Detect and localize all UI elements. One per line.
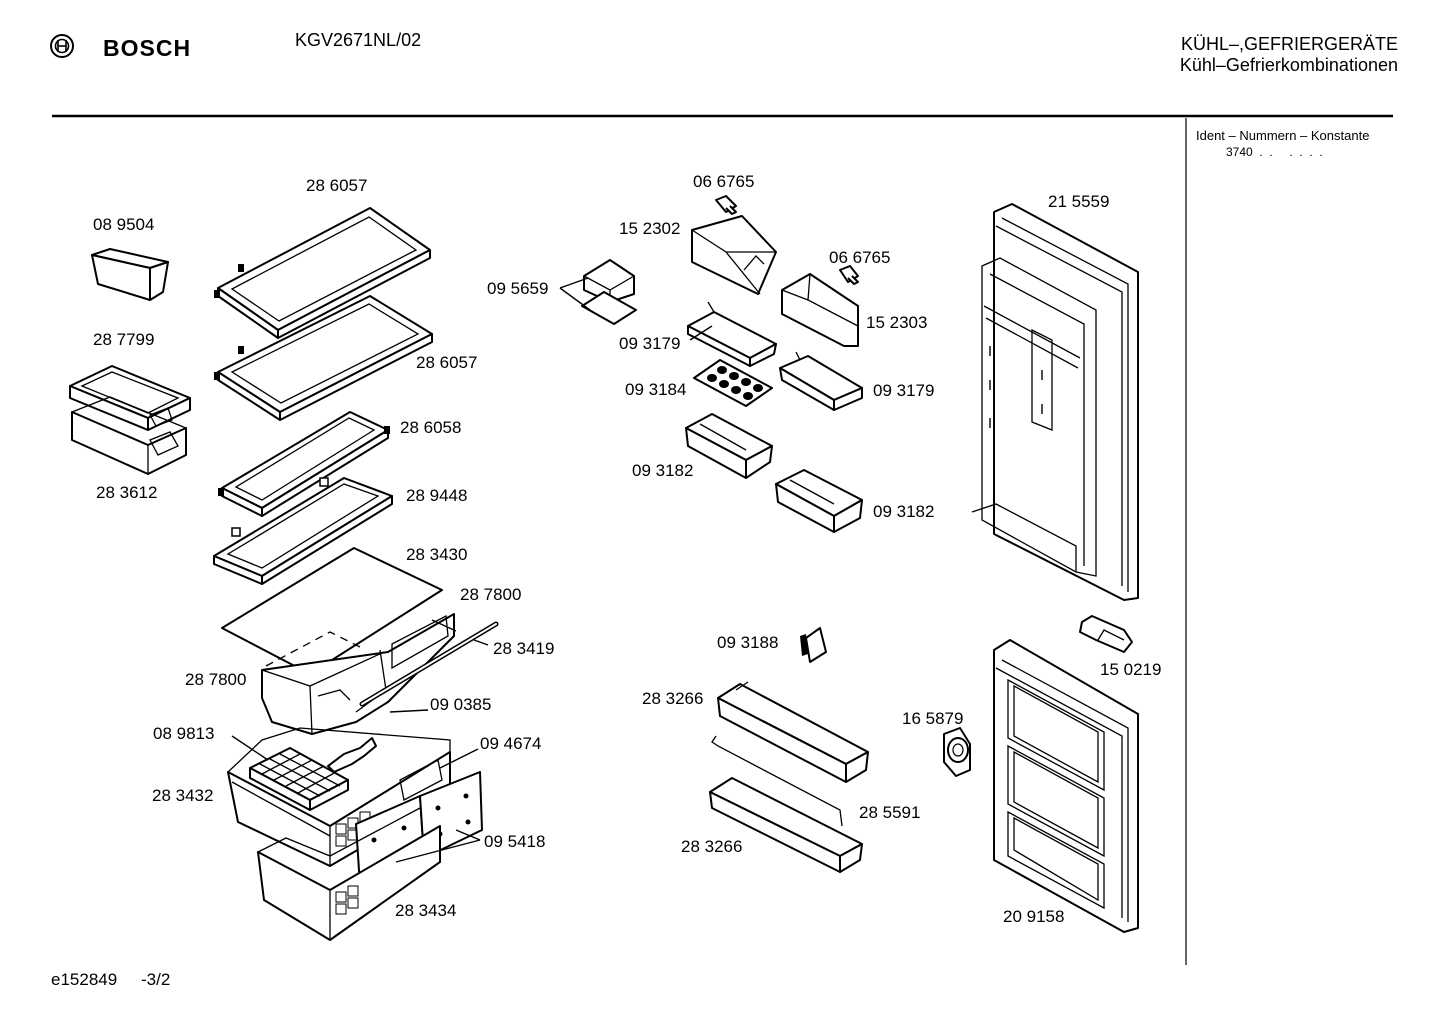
part-drawing-215559: [971, 203, 1139, 601]
part-drawing-066765-b: [839, 265, 859, 285]
part-label: 28 3266: [642, 689, 703, 708]
part-label: 28 9448: [406, 486, 467, 505]
part-label: 28 7800: [185, 670, 246, 689]
document-id: e152849: [51, 970, 117, 989]
part-drawing-289448: [213, 477, 393, 585]
part-label: 06 6765: [693, 172, 754, 191]
model-number: KGV2671NL/02: [295, 30, 421, 50]
part-drawing-286057-a: [214, 207, 431, 339]
part-label: 09 0385: [430, 695, 491, 714]
part-label: 21 5559: [1048, 192, 1109, 211]
part-label: 28 3432: [152, 786, 213, 805]
part-label: 09 3188: [717, 633, 778, 652]
part-drawing-283266-a: [717, 681, 869, 783]
part-label: 06 6765: [829, 248, 890, 267]
part-label: 20 9158: [1003, 907, 1064, 926]
part-label: 15 2302: [619, 219, 680, 238]
part-label: 28 3612: [96, 483, 157, 502]
part-drawing-090385: [327, 737, 377, 773]
part-label: 28 7800: [460, 585, 521, 604]
part-drawing-152303: [781, 273, 859, 347]
part-label: 28 3419: [493, 639, 554, 658]
part-label: 28 3430: [406, 545, 467, 564]
part-label: 09 3182: [873, 502, 934, 521]
subcategory-title: Kühl–Gefrierkombinationen: [1180, 55, 1398, 75]
part-labels: 28 6057 08 9504 28 7799 28 6057 28 6058 …: [93, 172, 1161, 926]
part-drawing-093179-a: [687, 301, 777, 367]
part-drawing-089504: [91, 248, 169, 301]
part-label: 28 3266: [681, 837, 742, 856]
part-drawing-283266-b: [709, 777, 863, 873]
part-drawing-095659: [581, 259, 637, 325]
brand-name: BOSCH: [103, 35, 191, 61]
part-label: 09 5659: [487, 279, 548, 298]
part-label: 09 4674: [480, 734, 541, 753]
part-label: 08 9504: [93, 215, 154, 234]
part-label: 28 6057: [306, 176, 367, 195]
part-drawing-089813: [249, 747, 349, 811]
part-label: 09 5418: [484, 832, 545, 851]
bosch-logo-icon: [50, 34, 74, 58]
part-drawing-152302: [691, 215, 777, 295]
part-label: 16 5879: [902, 709, 963, 728]
part-drawing-066765-a: [715, 195, 737, 215]
part-drawing-093182-a: [685, 413, 773, 479]
part-label: 15 0219: [1100, 660, 1161, 679]
part-drawing-286057-b: [214, 295, 433, 421]
part-drawing-093184: [693, 359, 773, 407]
part-label: 28 7799: [93, 330, 154, 349]
part-label: 08 9813: [153, 724, 214, 743]
part-label: 28 6057: [416, 353, 477, 372]
part-drawing-283612: [71, 396, 187, 475]
category-title: KÜHL–,GEFRIERGERÄTE: [1181, 34, 1398, 54]
part-drawing-093179-b: [779, 351, 863, 411]
part-label: 28 3434: [395, 901, 456, 920]
part-label: 09 3182: [632, 461, 693, 480]
ident-heading: Ident – Nummern – Konstante: [1196, 128, 1369, 143]
part-label: 09 3179: [873, 381, 934, 400]
part-drawing-093182-b: [775, 469, 863, 533]
part-drawing-286058: [218, 411, 390, 517]
part-label: 09 3179: [619, 334, 680, 353]
part-label: 28 6058: [400, 418, 461, 437]
page-number: -3/2: [141, 970, 170, 989]
part-drawing-285591: [711, 735, 843, 827]
leader-lines: [231, 277, 713, 863]
ident-value: 3740 . . . . . .: [1226, 145, 1323, 159]
part-drawing-165879: [943, 727, 971, 777]
part-label: 15 2303: [866, 313, 927, 332]
part-drawing-283434: [257, 807, 441, 941]
part-drawing-093188: [800, 627, 827, 663]
part-label: 28 5591: [859, 803, 920, 822]
part-drawing-209158: [993, 639, 1139, 933]
part-drawing-283419: [359, 621, 499, 707]
part-drawing-150219: [1079, 615, 1133, 653]
part-drawing-287799: [69, 365, 191, 431]
part-label: 09 3184: [625, 380, 686, 399]
